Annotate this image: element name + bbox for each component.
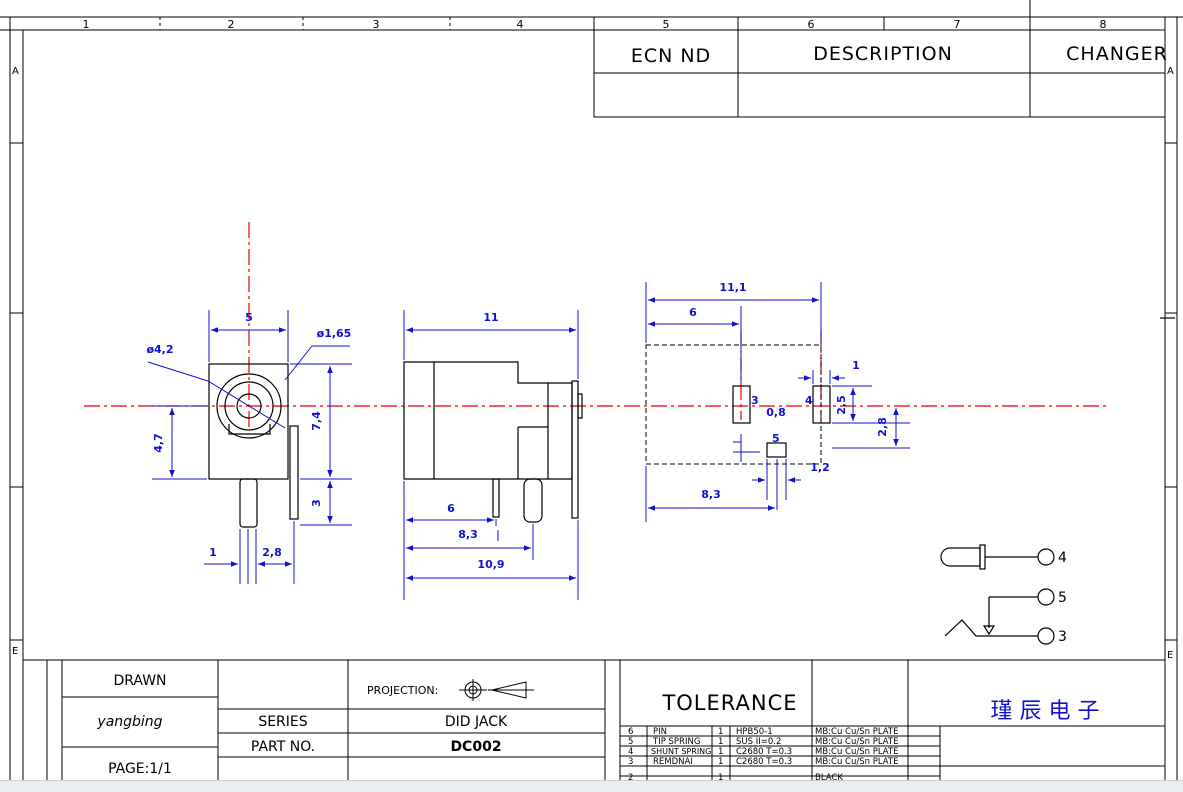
footprint-view: 3 4 5: [645, 344, 831, 465]
schematic-pin5-label: 5: [1058, 590, 1067, 606]
bom-qty: 1: [718, 737, 723, 747]
dim-footprint-slot-width: 1: [852, 359, 860, 372]
col-label: 8: [1100, 18, 1107, 31]
bom-material: HPB50-1: [736, 727, 773, 737]
front-view: [147, 345, 350, 528]
col-label: 1: [83, 18, 90, 31]
row-label-left: A: [12, 66, 19, 77]
bom-table: [620, 725, 1165, 780]
front-view-dimensions: 5 ø4,2 ø1,65 4,7 7,4 3 1 2,8: [146, 310, 352, 584]
dim-footprint-slot-offset: 2,8: [876, 417, 889, 437]
dim-front-pin-pitch: 2,8: [262, 546, 282, 559]
bom-finish: MB:Cu Cu/Sn PLATE: [815, 747, 899, 757]
bom-qty: 1: [718, 757, 723, 767]
bom-row: 4 SHUNT SPRING 1 C2680 T=0.3 MB:Cu Cu/Sn…: [628, 747, 899, 757]
bom-qty: 1: [718, 747, 723, 757]
bom-row: 3 REMDNAI 1 C2680 T=0.3 MB:Cu Cu/Sn PLAT…: [628, 757, 899, 767]
bom-row: 6 PIN 1 HPB50-1 MB:Cu Cu/Sn PLATE: [628, 727, 899, 737]
series-label: SERIES: [258, 714, 307, 730]
col-label: 5: [663, 18, 670, 31]
side-view: [403, 361, 583, 523]
viewer-bottom-strip: [0, 780, 1183, 792]
bom-finish: MB:Cu Cu/Sn PLATE: [815, 737, 899, 747]
schematic-pin3-label: 3: [1058, 629, 1067, 645]
footprint-pin5-label: 5: [772, 432, 780, 445]
revision-header-ecn: ECN ND: [631, 45, 711, 67]
schematic-pin4-label: 4: [1058, 550, 1067, 566]
dim-footprint-slot-height: 2,5: [835, 395, 848, 415]
revision-header-description: DESCRIPTION: [813, 43, 953, 65]
col-label: 4: [517, 18, 524, 31]
bom-material: SUS II=0.2: [736, 737, 781, 747]
partno-label: PART NO.: [251, 739, 315, 755]
drawn-label: DRAWN: [113, 673, 166, 689]
revision-table: ECN ND DESCRIPTION CHANGER: [593, 16, 1168, 118]
drawn-by-signature: yangbing: [96, 714, 162, 730]
col-label: 2: [228, 18, 235, 31]
col-label: 6: [808, 18, 815, 31]
tolerance-label: TOLERANCE: [661, 691, 797, 715]
bom-material: C2680 T=0.3: [736, 747, 792, 757]
dim-front-pin-width: 1: [209, 546, 217, 559]
bom-qty: 1: [718, 727, 723, 737]
dim-front-pin-length: 3: [310, 499, 323, 507]
company-name: 瑾 辰 电 子: [991, 699, 1100, 724]
dim-footprint-overall: 11,1: [719, 281, 746, 294]
page-number: PAGE:1/1: [108, 761, 172, 777]
revision-header-changer: CHANGER: [1066, 43, 1168, 65]
dim-footprint-gap: 0,8: [766, 406, 786, 419]
bom-row: 2 1 BLACK: [628, 773, 843, 783]
footprint-dimensions: 11,1 6 1 2,5 2,8 0,8 1,2 8,3: [645, 281, 910, 522]
partno-value: DC002: [450, 739, 501, 755]
footprint-pin3-label: 3: [751, 394, 759, 407]
dim-front-center-height: 4,7: [152, 433, 165, 453]
bom-finish: MB:Cu Cu/Sn PLATE: [815, 727, 899, 737]
row-labels: A E A E: [12, 66, 1174, 661]
dim-footprint-hole-pos: 6: [689, 306, 697, 319]
dim-side-length: 11: [483, 311, 498, 324]
row-label-left: E: [12, 646, 18, 657]
dim-front-height: 7,4: [310, 411, 323, 431]
title-block: DRAWN yangbing PAGE:1/1 SERIES DID JACK …: [23, 659, 1165, 780]
bom-finish: MB:Cu Cu/Sn PLATE: [815, 757, 899, 767]
bom-no: 3: [628, 757, 633, 767]
dim-side-pin2: 8,3: [458, 528, 478, 541]
dim-front-outer-diameter: ø4,2: [146, 343, 173, 356]
bom-name: TIP SPRING: [652, 737, 700, 747]
bom-no: 4: [628, 747, 633, 757]
projection-label: PROJECTION:: [367, 684, 438, 697]
bom-row: 5 TIP SPRING 1 SUS II=0.2 MB:Cu Cu/Sn PL…: [628, 737, 899, 747]
dim-front-width: 5: [245, 311, 253, 324]
column-labels: 1 2 3 4 5 6 7 8: [83, 18, 1107, 31]
projection-symbol: [459, 679, 534, 701]
dim-front-pin-diameter: ø1,65: [317, 327, 352, 340]
side-view-dimensions: 11 6 8,3 10,9: [403, 310, 579, 600]
bom-qty: 1: [718, 773, 723, 783]
col-label: 7: [954, 18, 961, 31]
bom-name: PIN: [653, 727, 667, 737]
series-value: DID JACK: [445, 714, 508, 730]
bom-no: 5: [628, 737, 633, 747]
row-label-right: E: [1167, 650, 1173, 661]
dim-footprint-pad-pos: 8,3: [701, 488, 721, 501]
col-label: 3: [373, 18, 380, 31]
dim-side-pin1: 6: [447, 502, 455, 515]
dim-footprint-pad-width: 1,2: [810, 461, 830, 474]
bom-no: 6: [628, 727, 633, 737]
bom-no: 2: [628, 773, 633, 783]
row-label-right: A: [1167, 66, 1174, 77]
dim-side-total: 10,9: [477, 558, 504, 571]
footprint-pin4-label: 4: [805, 394, 813, 407]
bom-material: C2680 T=0.3: [736, 757, 792, 767]
bom-name: SHUNT SPRING: [651, 747, 711, 756]
bom-finish: BLACK: [815, 773, 843, 783]
schematic-symbol: 4 5 3: [940, 544, 1067, 645]
bom-name: REMDNAI: [653, 757, 693, 767]
